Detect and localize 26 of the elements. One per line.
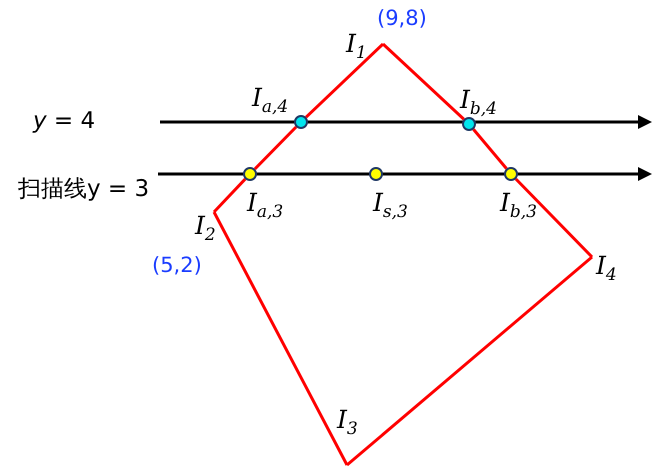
point-label: I$_{a,4}$	[252, 85, 288, 116]
polygon-edge	[212, 178, 246, 214]
polygon-edge	[382, 42, 465, 120]
polygon-edge	[254, 126, 298, 170]
polygon-edge	[472, 128, 508, 170]
intersection-point	[462, 117, 476, 131]
coordinate-label: (5,2)	[152, 255, 202, 276]
point-label: I$_{a,3}$	[247, 190, 284, 221]
point-label: I$_{b,4}$	[460, 87, 497, 118]
vertex-label: I$_{4}$	[596, 253, 617, 284]
polygon-edge	[305, 42, 384, 118]
polygon-edge	[346, 256, 593, 466]
intersection-point	[504, 167, 518, 181]
vertex-label: I$_{3}$	[337, 407, 358, 438]
scan-line-label: 扫描线y = 3	[18, 178, 150, 201]
intersection-point	[294, 115, 308, 129]
scan-line-label: y = 4	[33, 110, 96, 133]
point-label: I$_{b,3}$	[500, 190, 537, 221]
vertex-label: I$_{1}$	[346, 31, 367, 62]
polygon-edge	[212, 211, 348, 466]
intersection-point	[243, 167, 257, 181]
polygon-edge	[514, 178, 594, 258]
point-label: I$_{s,3}$	[373, 190, 408, 221]
intersection-point	[369, 167, 383, 181]
vertex-label: I$_{2}$	[195, 213, 216, 244]
coordinate-label: (9,8)	[377, 8, 427, 29]
